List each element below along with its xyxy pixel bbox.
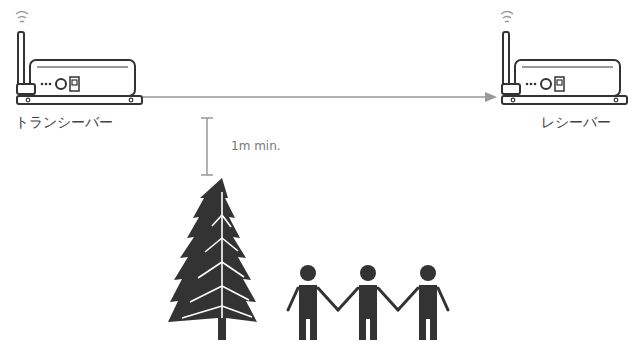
people (288, 265, 448, 340)
transceiver-device (16, 12, 142, 105)
tree (168, 178, 257, 340)
device-node: トランシーバー (8, 0, 143, 140)
dimension-bracket (201, 118, 213, 175)
device-label: トランシーバー (15, 113, 113, 131)
receiver-device (501, 12, 627, 105)
dimension-label: 1m min. (231, 139, 281, 153)
device-node: レシーバー (497, 0, 632, 140)
device-label: レシーバー (541, 113, 611, 131)
signal-arrow (143, 92, 497, 102)
